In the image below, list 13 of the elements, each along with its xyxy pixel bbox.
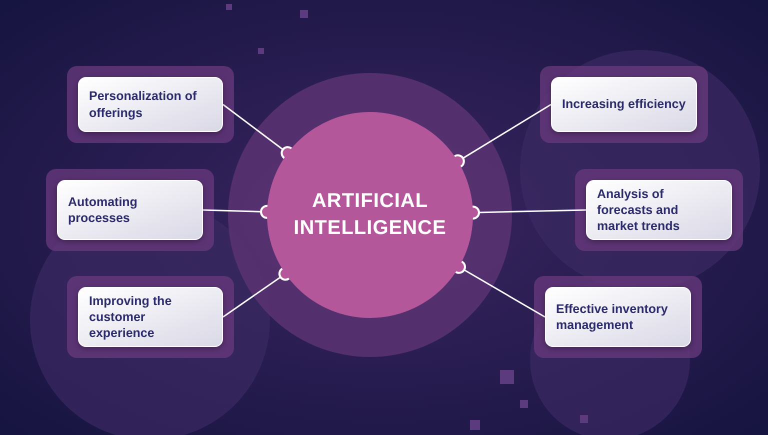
topic-label: Automating processes [68,194,138,226]
topic-label: Increasing efficiency [562,96,686,113]
topic-box [78,287,223,347]
topic-label: Improving the customer experience [89,292,173,342]
topic-box [545,287,691,347]
topic-box [78,77,223,132]
topic-label: Analysis of forecasts and market trends [597,186,681,234]
topic-box [57,180,203,240]
topic-box [551,77,697,132]
topic-box [586,180,732,240]
topic-label: Effective inventory management [556,300,669,334]
topic-label: Personalization of offerings [89,88,198,121]
hub-title: ARTIFICIAL INTELLIGENCE [292,189,448,241]
